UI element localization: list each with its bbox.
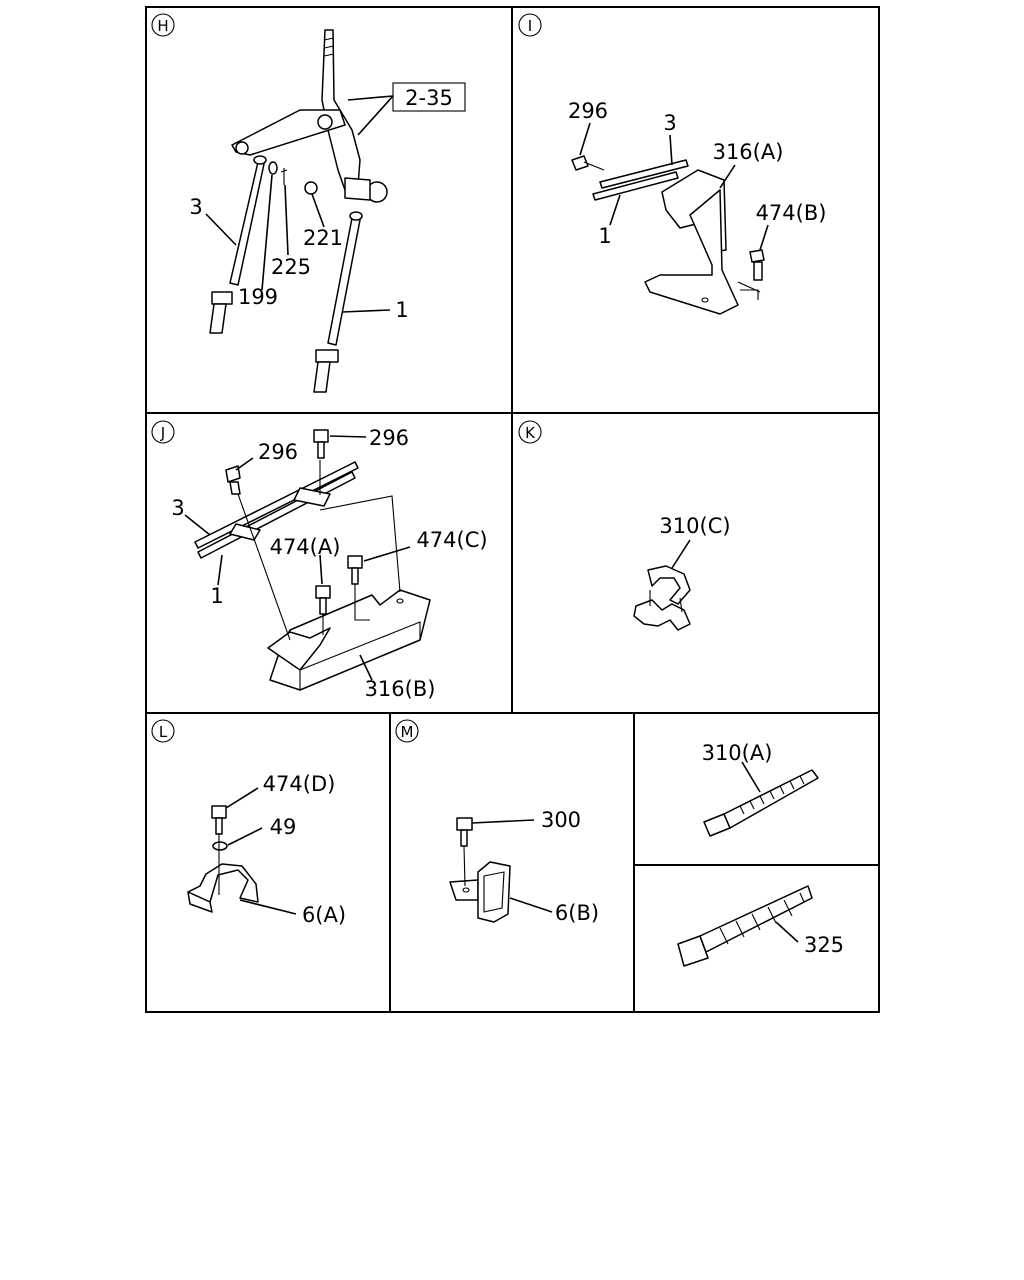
callout-221: 221: [303, 226, 343, 250]
leader-310a: [741, 761, 761, 793]
callout-300: 300: [541, 808, 581, 832]
panel-l: L 474(D) 49 6(A): [151, 719, 346, 927]
callout-474c: 474(C): [416, 528, 487, 552]
bolt-474a: [315, 585, 331, 615]
panel-m-marker: M: [395, 719, 419, 743]
panel-j: J: [151, 420, 488, 701]
bolt-296-right: [313, 429, 329, 459]
callout-296-right: 296: [369, 426, 409, 450]
cables-j: [194, 461, 359, 559]
callout-310a: 310(A): [702, 741, 773, 765]
callout-6a: 6(A): [302, 903, 346, 927]
callout-225: 225: [271, 255, 311, 279]
svg-text:I: I: [528, 17, 532, 35]
svg-text:2-35: 2-35: [405, 86, 453, 110]
pin-225: [280, 168, 288, 185]
cable-tie-325: [677, 885, 813, 967]
bolt-474c: [347, 555, 363, 585]
callout-box-2-35: 2-35: [392, 82, 466, 112]
callout-474b: 474(B): [756, 201, 827, 225]
cable-3: [209, 155, 267, 334]
leader-325: [775, 921, 799, 943]
callout-3: 3: [189, 195, 202, 219]
panel-l-leaders: [218, 787, 297, 915]
cable-1: [313, 211, 363, 393]
callout-296: 296: [568, 99, 608, 123]
callout-199: 199: [238, 285, 278, 309]
bolt-474b: [737, 249, 765, 300]
washer-49: [212, 841, 228, 851]
callout-1: 1: [210, 584, 223, 608]
panel-j-marker: J: [151, 420, 175, 444]
panel-h-leaders: [205, 95, 394, 313]
panel-k-marker: K: [518, 420, 542, 444]
leader-310c: [671, 539, 691, 569]
panel-m-leaders: [463, 819, 553, 913]
callout-296-left: 296: [258, 440, 298, 464]
callout-474d: 474(D): [263, 772, 336, 796]
clamp-6a: [187, 863, 259, 913]
panel-h: H: [151, 13, 466, 393]
panel-i-marker: I: [518, 13, 542, 37]
callout-310c: 310(C): [659, 514, 730, 538]
panel-j-leaders: [184, 435, 411, 681]
clip-6b: [449, 861, 511, 923]
bolt-296-i: [571, 155, 605, 171]
svg-text:L: L: [159, 723, 168, 741]
bracket-316b: [267, 589, 431, 691]
callout-3: 3: [663, 111, 676, 135]
callout-316b: 316(B): [365, 677, 436, 701]
callout-1: 1: [395, 298, 408, 322]
panel-h-marker: H: [151, 13, 175, 37]
svg-text:M: M: [401, 723, 414, 741]
panel-l-marker: L: [151, 719, 175, 743]
panel-n: 310(A): [702, 741, 819, 837]
bolt-300: [456, 817, 473, 847]
callout-325: 325: [804, 933, 844, 957]
callout-49: 49: [270, 815, 297, 839]
svg-text:K: K: [525, 424, 536, 442]
panel-grid: [145, 6, 880, 1013]
svg-text:J: J: [160, 424, 165, 442]
panel-i-leaders: [579, 122, 769, 251]
bracket-316a: [644, 169, 739, 315]
svg-text:H: H: [157, 17, 168, 35]
panel-m: M 300 6(B): [395, 719, 599, 925]
callout-316a: 316(A): [713, 140, 784, 164]
nut-221: [304, 181, 318, 195]
shift-lever: [231, 29, 388, 203]
bolt-474d: [211, 805, 227, 835]
callout-6b: 6(B): [555, 901, 599, 925]
cable-tie-310a: [703, 769, 819, 837]
panel-k: K 310(C): [518, 420, 731, 631]
bolt-296-left: [225, 465, 241, 495]
callout-474a: 474(A): [270, 535, 341, 559]
washer-199: [268, 161, 278, 175]
panel-i: I 296 3 316(A) 474(B): [518, 13, 827, 315]
callout-1: 1: [598, 224, 611, 248]
clip-310c: [633, 565, 691, 631]
panel-o: 325: [677, 885, 844, 967]
cables-i: [592, 159, 689, 201]
callout-3: 3: [171, 496, 184, 520]
